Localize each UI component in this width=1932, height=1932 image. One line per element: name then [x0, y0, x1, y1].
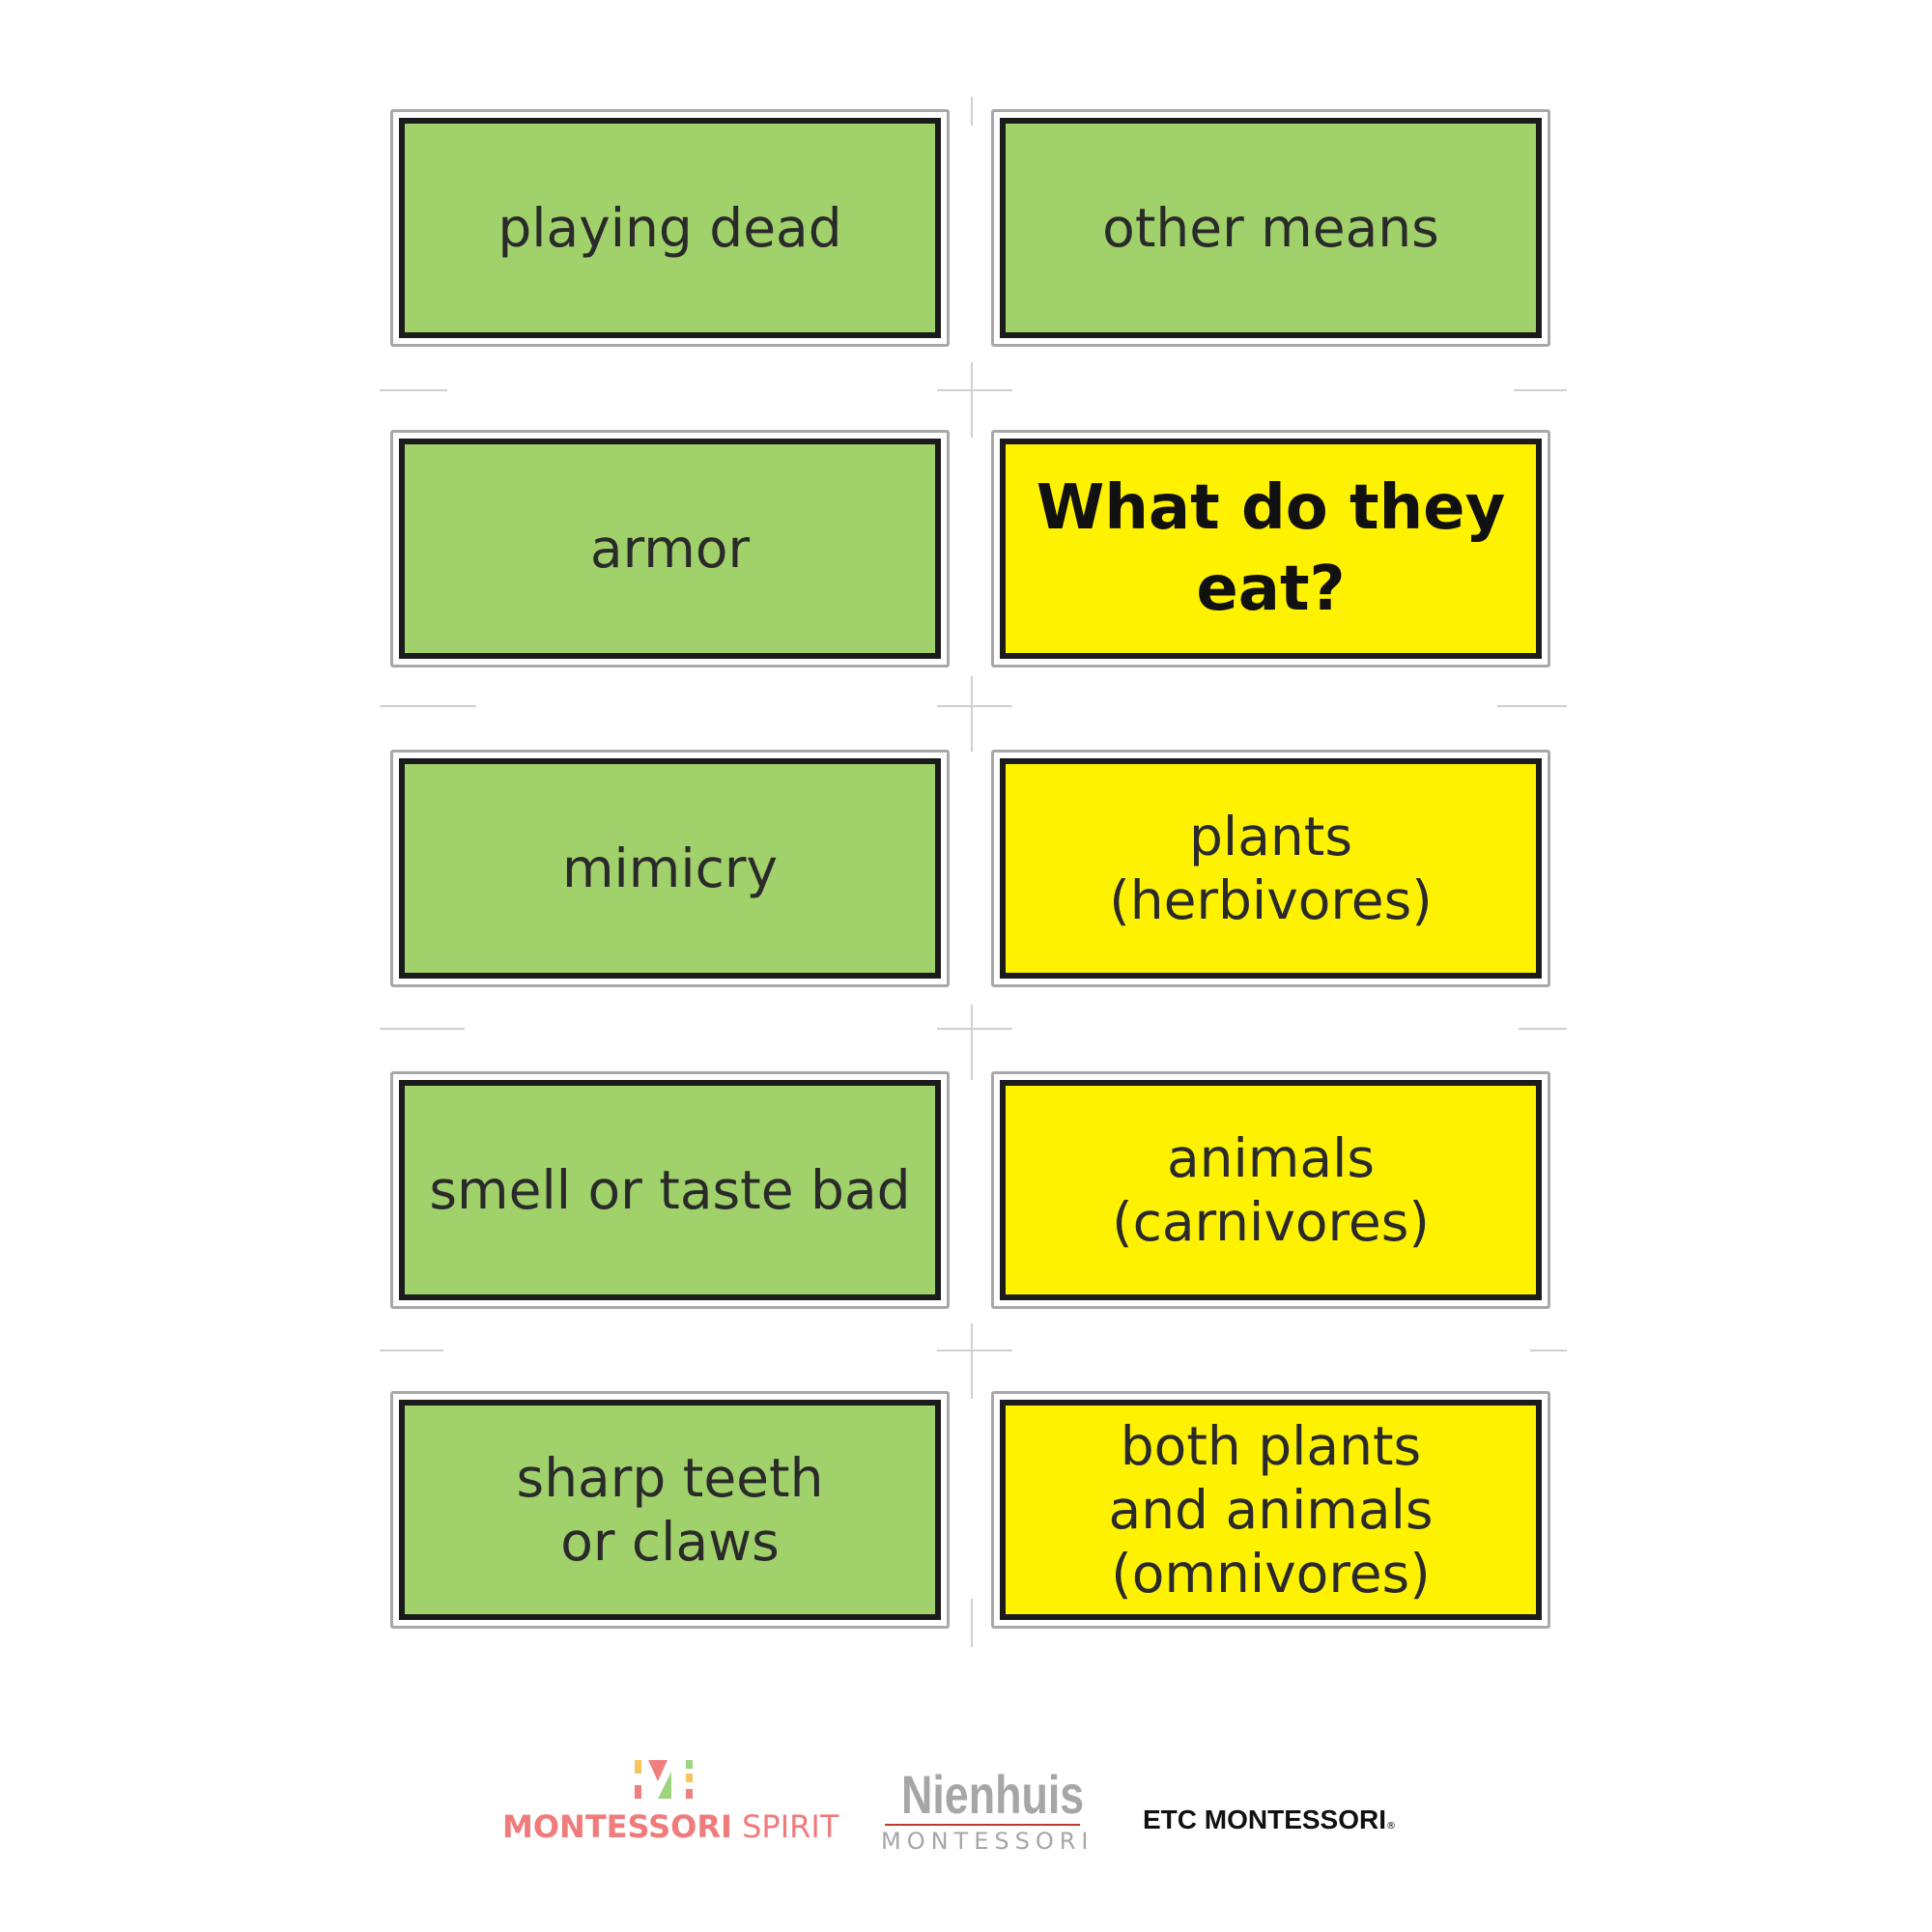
cut-mark	[380, 1350, 443, 1351]
card-omnivores: both plants and animals (omnivores)	[991, 1391, 1550, 1629]
card-carnivores: animals (carnivores)	[991, 1071, 1550, 1309]
cut-mark	[1497, 705, 1567, 707]
nienhuis-logo: Nienhuis MONTESSORI	[881, 1764, 1094, 1856]
cut-mark	[971, 97, 973, 126]
cut-mark	[971, 1005, 973, 1080]
card-sharp-teeth: sharp teeth or claws	[390, 1391, 950, 1629]
etc-montessori-logo: ETC MONTESSORI®	[1143, 1804, 1397, 1834]
montessori-spirit-m-icon	[635, 1760, 693, 1799]
cut-mark	[971, 676, 973, 752]
cut-mark	[971, 1323, 973, 1399]
card-herbivores: plants (herbivores)	[991, 750, 1550, 987]
montessori-spirit-logo: MONTESSORI SPIRIT	[502, 1758, 838, 1845]
cut-mark	[1514, 389, 1567, 391]
cut-mark	[937, 1350, 1012, 1351]
cut-mark	[380, 705, 476, 707]
divider	[885, 1824, 1080, 1826]
cut-mark	[380, 1028, 465, 1030]
card-other-means: other means	[991, 109, 1550, 347]
cut-mark	[1530, 1350, 1567, 1351]
cut-mark	[937, 1028, 1012, 1030]
card-title-what-do-they-eat: What do they eat?	[991, 430, 1550, 668]
cut-mark	[1519, 1028, 1567, 1030]
cut-mark	[971, 362, 973, 438]
card-smell-or-taste-bad: smell or taste bad	[390, 1071, 950, 1309]
card-armor: armor	[390, 430, 950, 668]
card-mimicry: mimicry	[390, 750, 950, 987]
cut-mark	[380, 389, 447, 391]
card-playing-dead: playing dead	[390, 109, 950, 347]
cut-mark	[937, 389, 1012, 391]
cut-mark	[937, 705, 1012, 707]
cut-mark	[971, 1599, 973, 1647]
